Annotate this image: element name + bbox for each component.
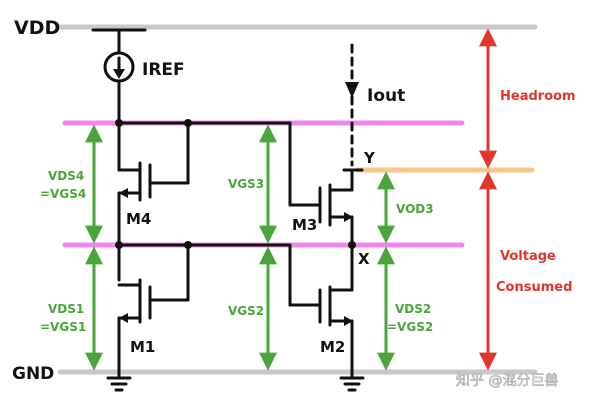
headroom-labels: Headroom Voltage Consumed [496, 89, 576, 295]
circuit-marks [113, 69, 359, 326]
vds1-label: VDS1 [48, 302, 84, 316]
reference-rails [57, 24, 538, 375]
vgs1-label: =VGS1 [40, 320, 86, 334]
m2-source-arrow [344, 316, 353, 326]
vgs2-label: VGS2 [228, 304, 264, 318]
watermark: 知乎 @混分巨兽 [456, 372, 558, 389]
junction-dot [115, 119, 123, 127]
voltage-label: Voltage [500, 249, 556, 264]
ground-icon [106, 376, 132, 392]
node-y-label: Y [363, 149, 376, 167]
m4-label: M4 [126, 210, 151, 228]
consumed-label: Consumed [496, 280, 572, 295]
circuit-labels: VDD GND IREF Iout Y X M4 M1 M3 M2 [12, 17, 405, 384]
iref-arrow-head [113, 69, 125, 79]
circuit [91, 28, 364, 378]
junction-dot [184, 241, 192, 249]
iout-label: Iout [367, 86, 405, 106]
vod3-label: VOD3 [396, 202, 434, 216]
headroom-label: Headroom [500, 89, 576, 104]
m1-source-arrow [119, 313, 128, 323]
gnd-label: GND [12, 364, 54, 384]
iref-label: IREF [142, 60, 185, 80]
m3-source-arrow [344, 212, 353, 222]
node-x-label: X [358, 250, 370, 268]
vgs2-eq-label: =VGS2 [387, 320, 433, 334]
voltage-arrows [85, 124, 395, 371]
vds4-label: VDS4 [48, 169, 84, 183]
vdd-label: VDD [14, 17, 60, 39]
m3-label: M3 [292, 216, 317, 234]
junction-dot [115, 241, 123, 249]
junction-dot [184, 119, 192, 127]
iout-arrow-head [345, 82, 359, 98]
voltage-labels: VDS4 =VGS4 VDS1 =VGS1 VGS3 VGS2 VOD3 VDS… [40, 169, 434, 334]
ground-symbols [106, 376, 365, 392]
m1-label: M1 [130, 338, 155, 356]
ground-icon [339, 376, 365, 392]
m2-label: M2 [320, 338, 345, 356]
m4-source-arrow [119, 188, 128, 198]
vgs3-label: VGS3 [228, 177, 264, 191]
vgs4-label: =VGS4 [40, 187, 86, 201]
vds2-label: VDS2 [395, 302, 431, 316]
junction-dot [348, 241, 356, 249]
